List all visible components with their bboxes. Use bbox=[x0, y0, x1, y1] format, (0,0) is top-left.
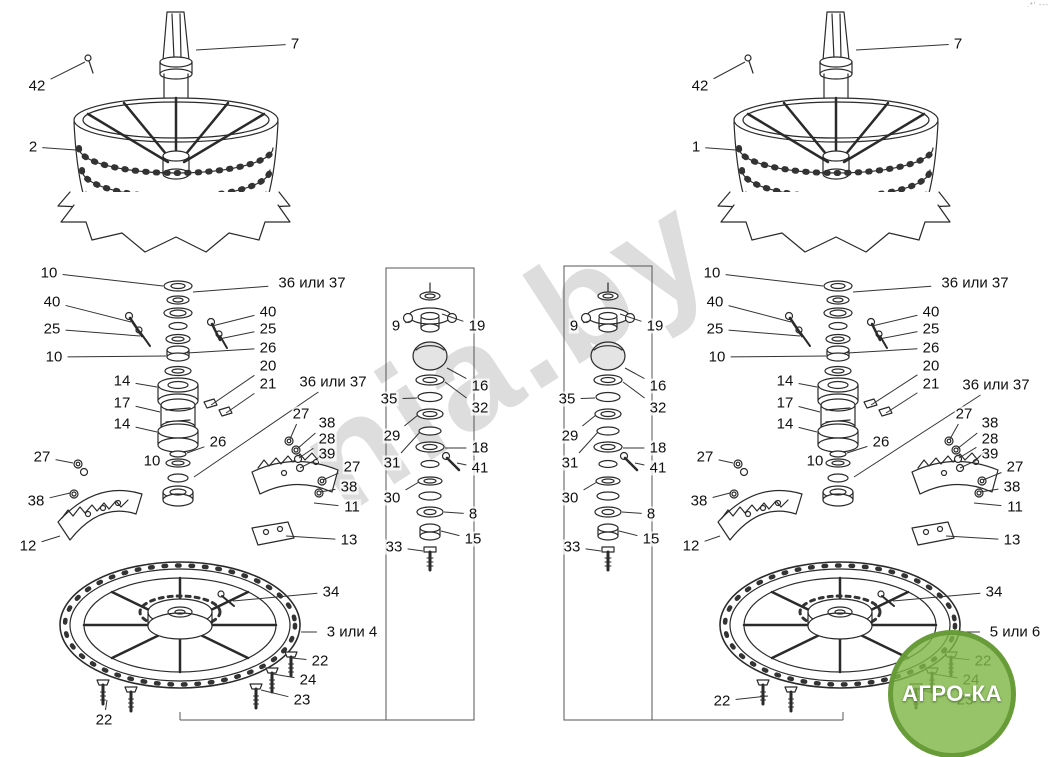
left-pin-stack bbox=[402, 281, 461, 572]
right-rotor-drum bbox=[718, 12, 950, 252]
right-assembly bbox=[580, 12, 999, 711]
logo-text: АГРО-КА bbox=[902, 681, 1002, 706]
left-knife-segments bbox=[57, 436, 339, 546]
corner-note: .*' --- bbox=[1027, 2, 1049, 9]
group-brackets bbox=[179, 265, 844, 721]
left-assembly bbox=[57, 12, 461, 711]
right-pin-stack bbox=[580, 281, 639, 572]
left-bearing-stack bbox=[124, 279, 234, 508]
left-disc-wheel bbox=[60, 562, 300, 711]
leader-lines bbox=[41, 44, 1002, 711]
agro-ka-logo-watermark: АГРО-КА bbox=[888, 630, 1016, 757]
right-bearing-stack bbox=[784, 279, 894, 508]
right-knife-segments bbox=[717, 436, 999, 546]
left-rotor-drum bbox=[58, 12, 290, 252]
